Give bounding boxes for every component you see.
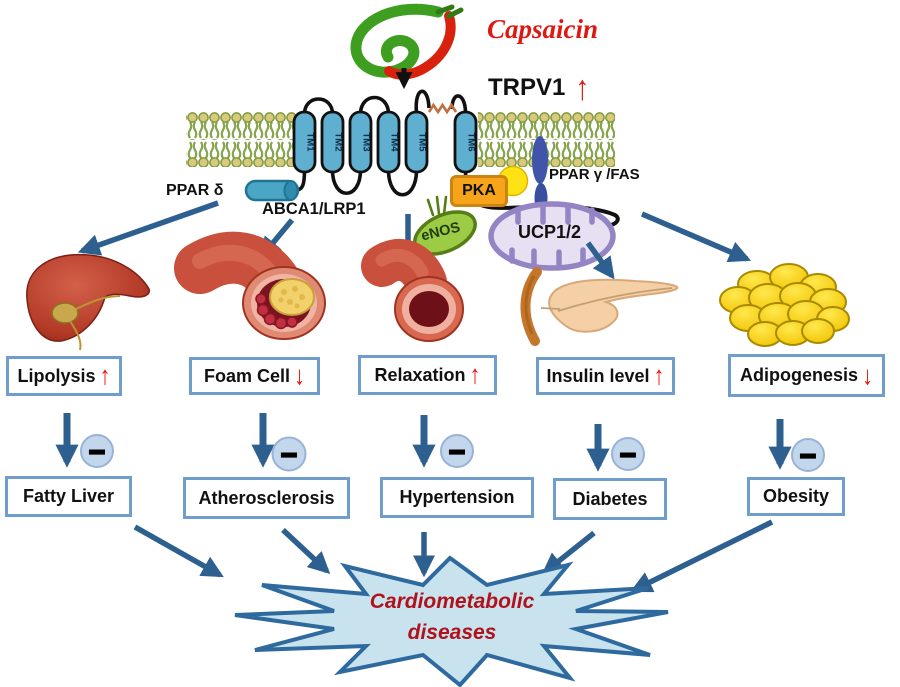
disease-box-atherosclerosis: Atherosclerosis <box>183 477 350 519</box>
minus-icon: − <box>800 441 816 472</box>
liver-illustration <box>26 253 151 351</box>
outcome-label: Foam Cell <box>203 365 291 386</box>
tm5-label: TM5 <box>417 133 428 153</box>
inhibition-badges: − − − − − <box>80 434 825 473</box>
outcome-box-lipolysis: Lipolysis↑ <box>6 356 122 396</box>
cardiometabolic-diseases-label: Cardiometabolic diseases <box>297 586 607 648</box>
disease-box-hypertension: Hypertension <box>380 477 534 518</box>
ppar-delta-label: PPAR δ <box>166 182 224 199</box>
disease-label: Obesity <box>762 486 830 506</box>
pka-label: PKA <box>450 175 508 207</box>
disease-box-diabetes: Diabetes <box>553 478 667 520</box>
arrow-to-pancreas <box>585 241 615 280</box>
minus-icon: − <box>89 437 105 468</box>
ucp-label: UCP1/2 <box>518 222 582 242</box>
down-arrow-icon: ↓ <box>862 359 874 390</box>
minus-icon: − <box>449 437 465 468</box>
disease-label: Diabetes <box>572 488 648 509</box>
capsaicin-label: Capsaicin <box>487 14 599 44</box>
arrow-to-adipocytes <box>640 211 752 263</box>
disease-label: Hypertension <box>399 487 515 507</box>
outcome-box-adipogenesis: Adipogenesis↓ <box>728 354 885 397</box>
artery-illustration <box>174 231 326 340</box>
result-line2: diseases <box>407 621 497 644</box>
converging-arrows <box>133 519 774 593</box>
ppar-gamma-fas-label: PPAR γ /FAS <box>549 166 640 183</box>
tm3-label: TM3 <box>361 133 372 152</box>
abca1-lrp1-label: ABCA1/LRP1 <box>262 200 366 218</box>
nterm-cylinder <box>244 179 300 202</box>
vessel-illustration <box>361 239 464 342</box>
chili-peppers-illustration <box>350 3 464 80</box>
tm1-label: TM1 <box>305 133 316 153</box>
up-arrow-icon: ↑ <box>469 359 481 390</box>
inhibition-arrows <box>55 413 792 472</box>
membrane <box>186 111 615 167</box>
starburst-shape <box>234 555 669 687</box>
up-arrow-icon: ↑ <box>653 360 665 391</box>
tm4-label: TM4 <box>389 133 400 153</box>
outcome-box-foam-cell: Foam Cell↓ <box>189 357 320 395</box>
pancreas-illustration <box>520 267 679 346</box>
disease-label: Atherosclerosis <box>198 487 335 508</box>
disease-box-fatty-liver: Fatty Liver <box>5 476 132 517</box>
outcome-label: Lipolysis <box>17 365 96 386</box>
adipocytes-illustration <box>719 263 850 347</box>
outcome-box-insulin-level: Insulin level↑ <box>536 357 675 395</box>
tm6-label: TM6 <box>466 133 477 152</box>
pore-helix <box>427 102 458 115</box>
trpv1-label: TRPV1 ↑ <box>488 70 589 105</box>
minus-icon: − <box>281 440 297 471</box>
up-arrow-icon: ↑ <box>575 68 590 107</box>
up-arrow-icon: ↑ <box>99 360 111 391</box>
outcome-label: Adipogenesis <box>739 365 859 385</box>
down-arrow-icon: ↓ <box>294 360 306 391</box>
mitochondria-illustration <box>488 201 616 271</box>
outcome-box-relaxation: Relaxation↑ <box>358 355 497 395</box>
disease-box-obesity: Obesity <box>747 477 845 516</box>
tm-helices: TM1 TM2 TM3 TM4 TM5 TM6 <box>292 110 478 174</box>
outcome-label: Insulin level <box>546 365 650 386</box>
disease-label: Fatty Liver <box>22 486 115 506</box>
arrow-to-liver <box>77 200 219 256</box>
result-line1: Cardiometabolic <box>369 590 535 613</box>
minus-icon: − <box>620 440 636 471</box>
outcome-label: Relaxation <box>374 364 466 385</box>
trpv1-text: TRPV1 <box>488 74 566 101</box>
tm2-label: TM2 <box>333 133 344 152</box>
